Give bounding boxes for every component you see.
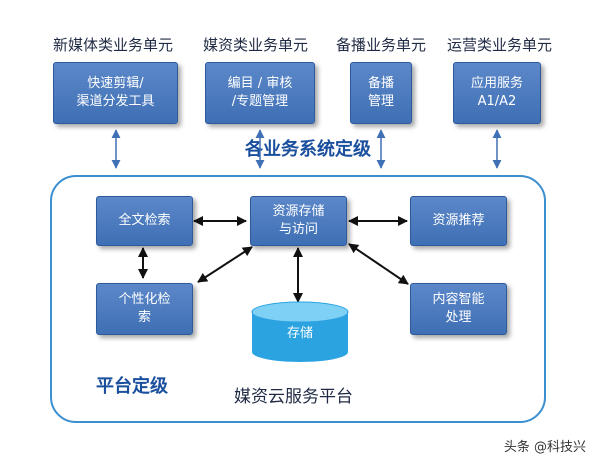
node-content-ai-processing: 内容智能 处理 <box>410 283 507 335</box>
box-catalog-review: 编目 / 审核 /专题管理 <box>205 62 315 124</box>
arrow-storage-content-ai <box>348 243 409 285</box>
unit-title-broadcast-prep: 备播业务单元 <box>336 36 427 54</box>
box-broadcast-management: 备播 管理 <box>350 62 412 124</box>
arrow-storage-personalized <box>197 246 253 283</box>
platform-level-label: 平台定级 <box>96 376 168 397</box>
node-label: 内容智能 <box>432 292 485 307</box>
node-label: 与访问 <box>278 222 318 237</box>
business-system-label: 各业务系统定级 <box>245 139 371 160</box>
node-label: 索 <box>137 310 151 325</box>
node-resource-recommend: 资源推荐 <box>410 196 507 246</box>
node-label: 资源存储 <box>272 204 325 219</box>
node-resource-storage-access: 资源存储 与访问 <box>250 196 347 246</box>
unit-title-media-asset: 媒资类业务单元 <box>203 36 309 54</box>
box-line: A1/A2 <box>477 94 517 109</box>
platform-title: 媒资云服务平台 <box>234 387 353 407</box>
unit-title-new-media: 新媒体类业务单元 <box>53 36 174 54</box>
node-label: 处理 <box>445 310 472 325</box>
box-line: /专题管理 <box>231 94 289 109</box>
storage-cylinder-icon <box>251 301 349 362</box>
watermark: 头条 @科技兴 <box>503 440 586 455</box>
box-line: 快速剪辑/ <box>87 76 144 91</box>
box-line: 备播 <box>367 76 394 91</box>
box-editing-distribution-tools: 快速剪辑/ 渠道分发工具 <box>53 62 178 124</box>
node-label: 全文检索 <box>118 213 171 228</box>
box-application-service: 应用服务 A1/A2 <box>453 62 541 124</box>
box-line: 应用服务 <box>470 76 523 91</box>
storage-label: 存储 <box>286 326 313 341</box>
node-personalized-search: 个性化检 索 <box>96 283 193 335</box>
box-line: 管理 <box>367 94 394 109</box>
node-label: 资源推荐 <box>432 213 485 228</box>
node-fulltext-search: 全文检索 <box>96 196 193 246</box>
box-line: 编目 / 审核 <box>227 76 293 91</box>
platform-frame <box>50 175 546 423</box>
box-line: 渠道分发工具 <box>76 94 155 109</box>
unit-title-operations: 运营类业务单元 <box>447 36 553 54</box>
node-label: 个性化检 <box>118 292 171 307</box>
